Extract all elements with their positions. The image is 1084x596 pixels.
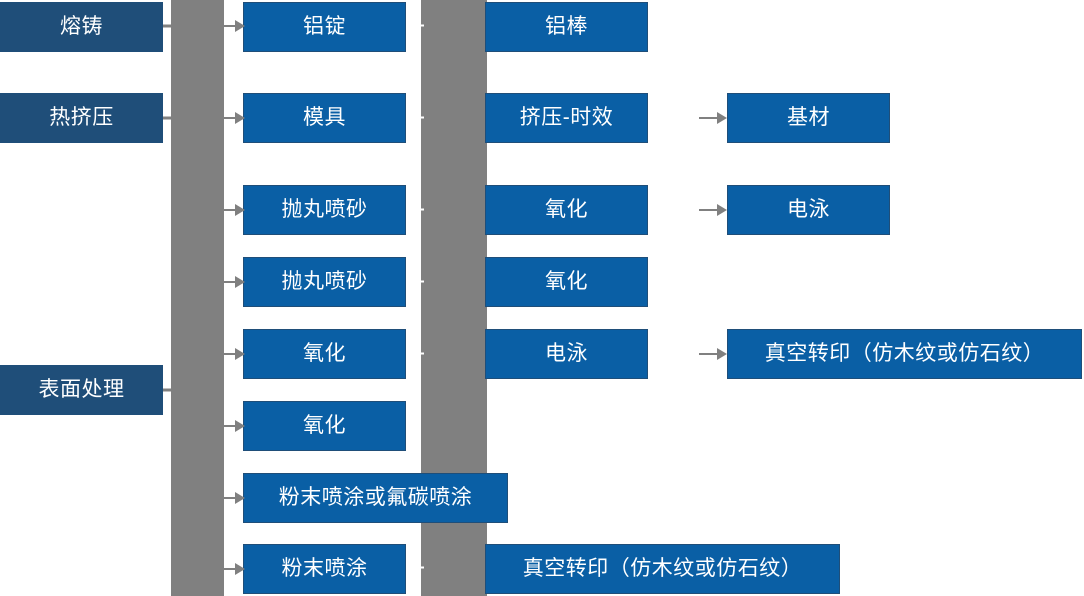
col3-oxidation-1-label: 氧化 <box>545 198 588 222</box>
col2-powder-or-pvdf[interactable]: 粉末喷涂或氟碳喷涂 <box>243 473 508 523</box>
col2-mold[interactable]: 模具 <box>243 93 406 143</box>
col4-vacuum-transfer[interactable]: 真空转印（仿木纹或仿石纹） <box>727 329 1082 379</box>
col2-powder-or-pvdf-label: 粉末喷涂或氟碳喷涂 <box>278 486 473 510</box>
col2-shotblast-2-label: 抛丸喷砂 <box>281 270 368 294</box>
col2-ingot[interactable]: 铝锭 <box>243 2 406 52</box>
col3-oxidation-1[interactable]: 氧化 <box>485 185 648 235</box>
col4-electrophoresis[interactable]: 电泳 <box>727 185 890 235</box>
col3-extrusion-aging[interactable]: 挤压-时效 <box>485 93 648 143</box>
stage-surface[interactable]: 表面处理 <box>0 365 163 415</box>
col3-vacuum-transfer-label: 真空转印（仿木纹或仿石纹） <box>522 557 803 581</box>
col3-vacuum-transfer[interactable]: 真空转印（仿木纹或仿石纹） <box>485 544 840 594</box>
col2-oxidation-2-label: 氧化 <box>303 414 346 438</box>
col4-electrophoresis-label: 电泳 <box>787 198 830 222</box>
arrow-col3-to-col4-base <box>699 111 727 125</box>
band-middle-vertical <box>421 0 441 596</box>
col3-bar-label: 铝棒 <box>545 15 588 39</box>
stage-surface-label: 表面处理 <box>38 378 125 402</box>
col2-oxidation-1[interactable]: 氧化 <box>243 329 406 379</box>
band-left-vertical <box>171 0 224 596</box>
col3-electrophoresis-label: 电泳 <box>545 342 588 366</box>
col4-vacuum-transfer-label: 真空转印（仿木纹或仿石纹） <box>764 342 1045 366</box>
stage-extrusion-label: 热挤压 <box>49 106 114 130</box>
stage-casting[interactable]: 熔铸 <box>0 2 163 52</box>
stage-extrusion[interactable]: 热挤压 <box>0 93 163 143</box>
col4-base-label: 基材 <box>787 106 830 130</box>
stage-casting-label: 熔铸 <box>60 15 103 39</box>
col2-powder-label: 粉末喷涂 <box>281 557 368 581</box>
col2-powder[interactable]: 粉末喷涂 <box>243 544 406 594</box>
col2-shotblast-1-label: 抛丸喷砂 <box>281 198 368 222</box>
col3-oxidation-2-label: 氧化 <box>545 270 588 294</box>
arrow-col3-to-col4-vacuum-transfer <box>699 347 727 361</box>
col3-electrophoresis[interactable]: 电泳 <box>485 329 648 379</box>
col2-oxidation-2[interactable]: 氧化 <box>243 401 406 451</box>
col4-base[interactable]: 基材 <box>727 93 890 143</box>
col3-extrusion-aging-label: 挤压-时效 <box>519 106 614 130</box>
col2-oxidation-1-label: 氧化 <box>303 342 346 366</box>
col3-oxidation-2[interactable]: 氧化 <box>485 257 648 307</box>
col2-ingot-label: 铝锭 <box>303 15 346 39</box>
col2-shotblast-2[interactable]: 抛丸喷砂 <box>243 257 406 307</box>
col2-mold-label: 模具 <box>303 106 346 130</box>
col2-shotblast-1[interactable]: 抛丸喷砂 <box>243 185 406 235</box>
col3-bar[interactable]: 铝棒 <box>485 2 648 52</box>
arrow-col3-to-col4-electrophoresis <box>699 203 727 217</box>
